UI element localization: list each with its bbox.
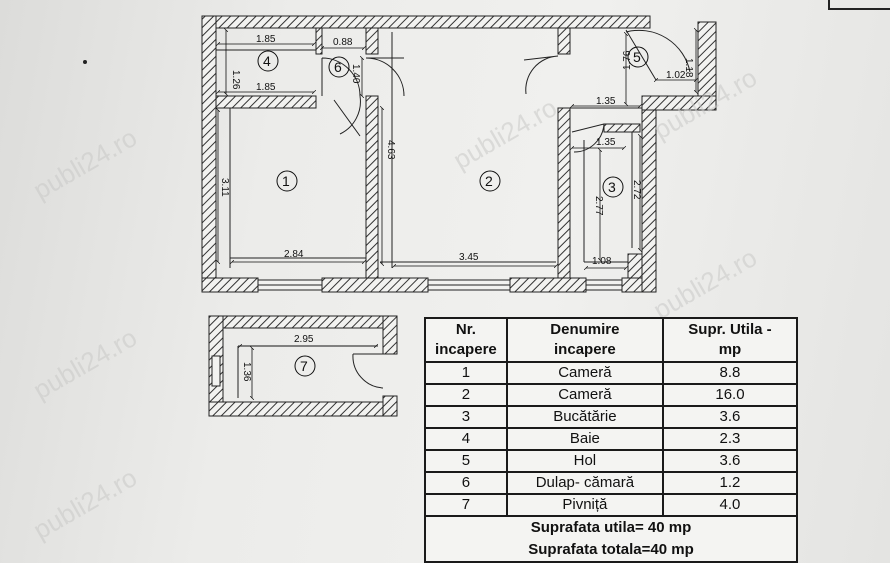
- watermark-text: publi24.ro: [28, 322, 142, 405]
- svg-text:1: 1: [282, 173, 290, 189]
- room-marker-4: 4: [257, 50, 279, 72]
- watermark-text: publi24.ro: [648, 242, 762, 325]
- dim-label: 2.72: [631, 180, 642, 200]
- dim-label: 2.95: [294, 334, 314, 345]
- floor-lines: [216, 32, 698, 268]
- dim-label: 1.02: [666, 70, 686, 81]
- dim-label: 1.76: [622, 50, 633, 70]
- dim-label: 2.84: [284, 249, 304, 260]
- useful-area: Suprafata utila= 40 mp: [530, 519, 692, 536]
- dim-label: 0.88: [333, 37, 353, 48]
- walls-main: [201, 15, 717, 293]
- table-row: 2 Cameră 16.0: [424, 383, 799, 407]
- dim-label: 1.26: [230, 70, 241, 90]
- frame-corner: [828, 0, 890, 10]
- dim-label: 3.11: [219, 178, 230, 197]
- dim-label: 1.35: [596, 137, 616, 148]
- room-marker-2: 2: [479, 170, 501, 192]
- dimension-lines: [218, 30, 696, 398]
- room-markers: 1 2 3 4 5 6 7: [257, 46, 649, 377]
- total-area: Suprafata totala=40 mp: [528, 541, 694, 558]
- dim-label: 1.36: [241, 362, 252, 382]
- dim-label: 1.40: [350, 64, 361, 84]
- dim-label: 4.63: [385, 140, 396, 160]
- dim-label: 1.85: [256, 82, 276, 93]
- table-row: 4 Baie 2.3: [424, 427, 799, 451]
- table-footer-row: Suprafata utila= 40 mp Suprafata totala=…: [424, 515, 798, 563]
- room-marker-7: 7: [294, 355, 316, 377]
- svg-text:4: 4: [263, 53, 271, 69]
- dimension-labels: 1.85 0.88 1.85 1.26 1.40 4.63 3.11 2.84 …: [219, 34, 694, 382]
- dim-label: 1.85: [256, 34, 276, 45]
- walls-cellar: [208, 315, 398, 417]
- dim-label: 3.45: [459, 252, 479, 263]
- room-table: Nr. incapere Denumire incapere Supr. Uti…: [424, 317, 799, 563]
- svg-text:7: 7: [300, 358, 308, 374]
- room-marker-1: 1: [276, 170, 298, 192]
- table-header-row: Nr. incapere Denumire incapere Supr. Uti…: [424, 317, 799, 363]
- windows: [257, 279, 623, 291]
- table-footer: Suprafata utila= 40 mp Suprafata totala=…: [424, 515, 798, 563]
- header-nr: Nr. incapere: [424, 317, 508, 363]
- table-row: 3 Bucătărie 3.6: [424, 405, 799, 429]
- svg-text:6: 6: [334, 59, 342, 75]
- header-area: Supr. Utila - mp: [661, 317, 799, 363]
- dim-label: 2.77: [593, 196, 604, 216]
- svg-text:5: 5: [633, 49, 641, 65]
- dim-label: 1.35: [596, 96, 616, 107]
- watermark-text: publi24.ro: [448, 92, 562, 175]
- dim-label: 1.08: [592, 256, 612, 267]
- svg-text:2: 2: [485, 173, 493, 189]
- svg-text:3: 3: [608, 179, 616, 195]
- watermark-text: publi24.ro: [28, 462, 142, 545]
- table-row: 6 Dulap- cămară 1.2: [424, 471, 799, 495]
- room-marker-6: 6: [328, 56, 350, 78]
- header-name: Denumire incapere: [505, 317, 664, 363]
- watermark-text: publi24.ro: [28, 122, 142, 205]
- speck: [83, 60, 87, 64]
- table-row: 1 Cameră 8.8: [424, 361, 799, 385]
- doors: [321, 29, 691, 153]
- dim-label: 1.18: [683, 58, 694, 78]
- room-marker-5: 5: [627, 46, 649, 68]
- table-row: 5 Hol 3.6: [424, 449, 799, 473]
- room-marker-3: 3: [602, 176, 624, 198]
- table-row: 7 Pivniță 4.0: [424, 493, 799, 517]
